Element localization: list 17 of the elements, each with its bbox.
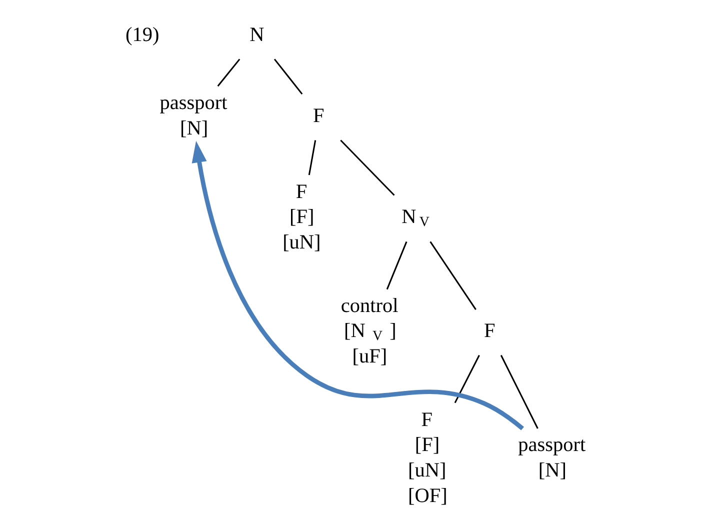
connector xyxy=(429,241,476,310)
node-text: F [F] [uN] xyxy=(282,180,320,254)
connector xyxy=(454,354,480,404)
connector xyxy=(216,58,240,87)
node-text: F xyxy=(312,104,324,127)
arrow xyxy=(191,140,524,430)
node-text: F [F] [uN] [OF] xyxy=(407,408,447,507)
node-text: passport [N] xyxy=(518,434,586,482)
label: (19) xyxy=(125,24,159,46)
node-text: passport [N] xyxy=(159,92,227,140)
connector xyxy=(273,58,302,95)
connector xyxy=(500,354,538,429)
node-text: N xyxy=(249,24,264,46)
connector xyxy=(386,241,407,290)
node-text: F xyxy=(483,320,495,342)
connector xyxy=(340,140,394,196)
connector xyxy=(308,140,316,176)
